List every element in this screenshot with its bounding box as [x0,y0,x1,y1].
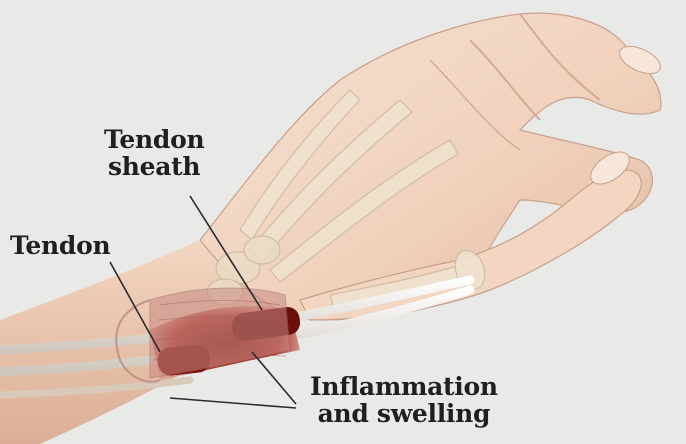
label-tendon-sheath-line2: sheath [104,153,204,180]
label-inflammation: Inflammation and swelling [310,373,498,427]
leader-inflammation-1 [252,352,296,404]
label-inflammation-line2: and swelling [310,400,498,427]
sheath-tissue [150,288,290,378]
label-inflammation-line1: Inflammation [310,373,498,400]
leader-inflammation-2 [170,398,296,408]
label-tendon: Tendon [10,232,110,259]
label-tendon-sheath: Tendon sheath [104,126,204,180]
label-tendon-sheath-line1: Tendon [104,126,204,153]
